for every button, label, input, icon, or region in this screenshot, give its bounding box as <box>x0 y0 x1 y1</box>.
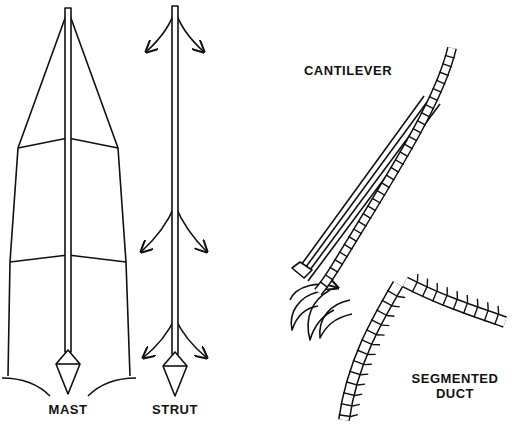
segment-tick <box>413 128 422 133</box>
segment-tick <box>408 136 417 141</box>
segment-tick <box>474 306 478 317</box>
segment-tick <box>390 167 399 172</box>
segment-tick <box>412 282 417 293</box>
duct-spine <box>387 315 395 317</box>
duct-spine <box>446 287 448 295</box>
segment-tick <box>442 64 451 67</box>
mast-figure <box>2 8 136 396</box>
segment-tick <box>417 120 426 125</box>
segment-tick <box>425 104 434 108</box>
segment-tick <box>432 291 437 302</box>
segmented-rod <box>405 282 505 322</box>
segment-tick <box>358 221 367 226</box>
segment-tick <box>377 190 386 195</box>
segment-tick <box>376 310 387 316</box>
segment-tick <box>325 275 333 281</box>
segment-tick <box>381 183 390 188</box>
segment-tick <box>421 112 430 117</box>
segment-tick <box>387 290 397 296</box>
segment-tick <box>395 159 404 164</box>
duct-spine <box>377 334 385 336</box>
segment-tick <box>386 175 395 180</box>
duct-spine <box>355 394 363 395</box>
duct-spine <box>382 324 390 326</box>
duct-spine <box>364 363 372 365</box>
segment-tick <box>361 340 372 345</box>
segment-tick <box>422 286 427 297</box>
segment-tick <box>363 213 372 218</box>
segment-tick <box>341 404 353 406</box>
duct-spine <box>357 383 365 385</box>
segment-tick <box>344 244 353 249</box>
duct-spine <box>427 279 429 287</box>
segment-tick <box>463 303 467 314</box>
segmented-rod-fill <box>344 284 398 420</box>
segment-tick <box>346 382 358 385</box>
segment-tick <box>366 330 377 335</box>
segment-tick <box>320 282 328 288</box>
duct-spine <box>352 404 359 406</box>
segmented-rod <box>318 48 452 292</box>
duct-spine <box>437 283 438 291</box>
segment-tick <box>453 299 457 310</box>
part-label: MAST <box>33 403 103 418</box>
segment-tick <box>443 295 448 306</box>
duct-spine <box>368 354 376 356</box>
segment-tick <box>334 259 343 264</box>
duct-spine <box>477 299 479 307</box>
segment-tick <box>433 88 442 92</box>
segment-tick <box>349 236 358 241</box>
segment-tick <box>353 229 362 234</box>
segmented-rod <box>344 284 398 420</box>
part-label: CANTILEVER <box>293 64 403 79</box>
segment-tick <box>353 360 364 364</box>
segment-tick <box>429 96 438 100</box>
segmented-rod-fill <box>405 282 505 322</box>
segment-tick <box>436 80 445 84</box>
duct-spine <box>392 305 400 307</box>
duct-spine <box>372 344 380 346</box>
segment-tick <box>349 371 360 375</box>
segment-tick <box>371 320 382 325</box>
segment-tick <box>367 206 376 211</box>
segment-tick <box>404 144 413 149</box>
segmented-duct-figure <box>320 282 505 420</box>
segment-tick <box>400 152 409 157</box>
duct-spine <box>487 302 489 310</box>
segment-tick <box>330 267 338 272</box>
duct-spine <box>417 274 419 282</box>
segment-tick <box>495 313 499 324</box>
segment-tick <box>357 350 368 355</box>
segment-tick <box>445 55 455 58</box>
part-label: SEGMENTED DUCT <box>405 372 505 402</box>
duct-spine <box>456 291 458 299</box>
duct-spine <box>466 295 468 303</box>
segment-tick <box>382 300 392 306</box>
duct-spine <box>497 306 499 314</box>
duct-spine <box>361 373 369 375</box>
strut-figure <box>141 6 207 396</box>
part-label: STRUT <box>140 403 210 418</box>
segmented-rod-fill <box>318 48 452 292</box>
segment-tick <box>372 198 381 203</box>
duct-spine <box>398 296 406 298</box>
segment-tick <box>343 393 355 396</box>
duct-spine <box>351 415 358 417</box>
segment-tick <box>484 310 488 321</box>
segment-tick <box>439 72 448 76</box>
segment-tick <box>339 252 348 257</box>
segment-tick <box>339 415 351 417</box>
